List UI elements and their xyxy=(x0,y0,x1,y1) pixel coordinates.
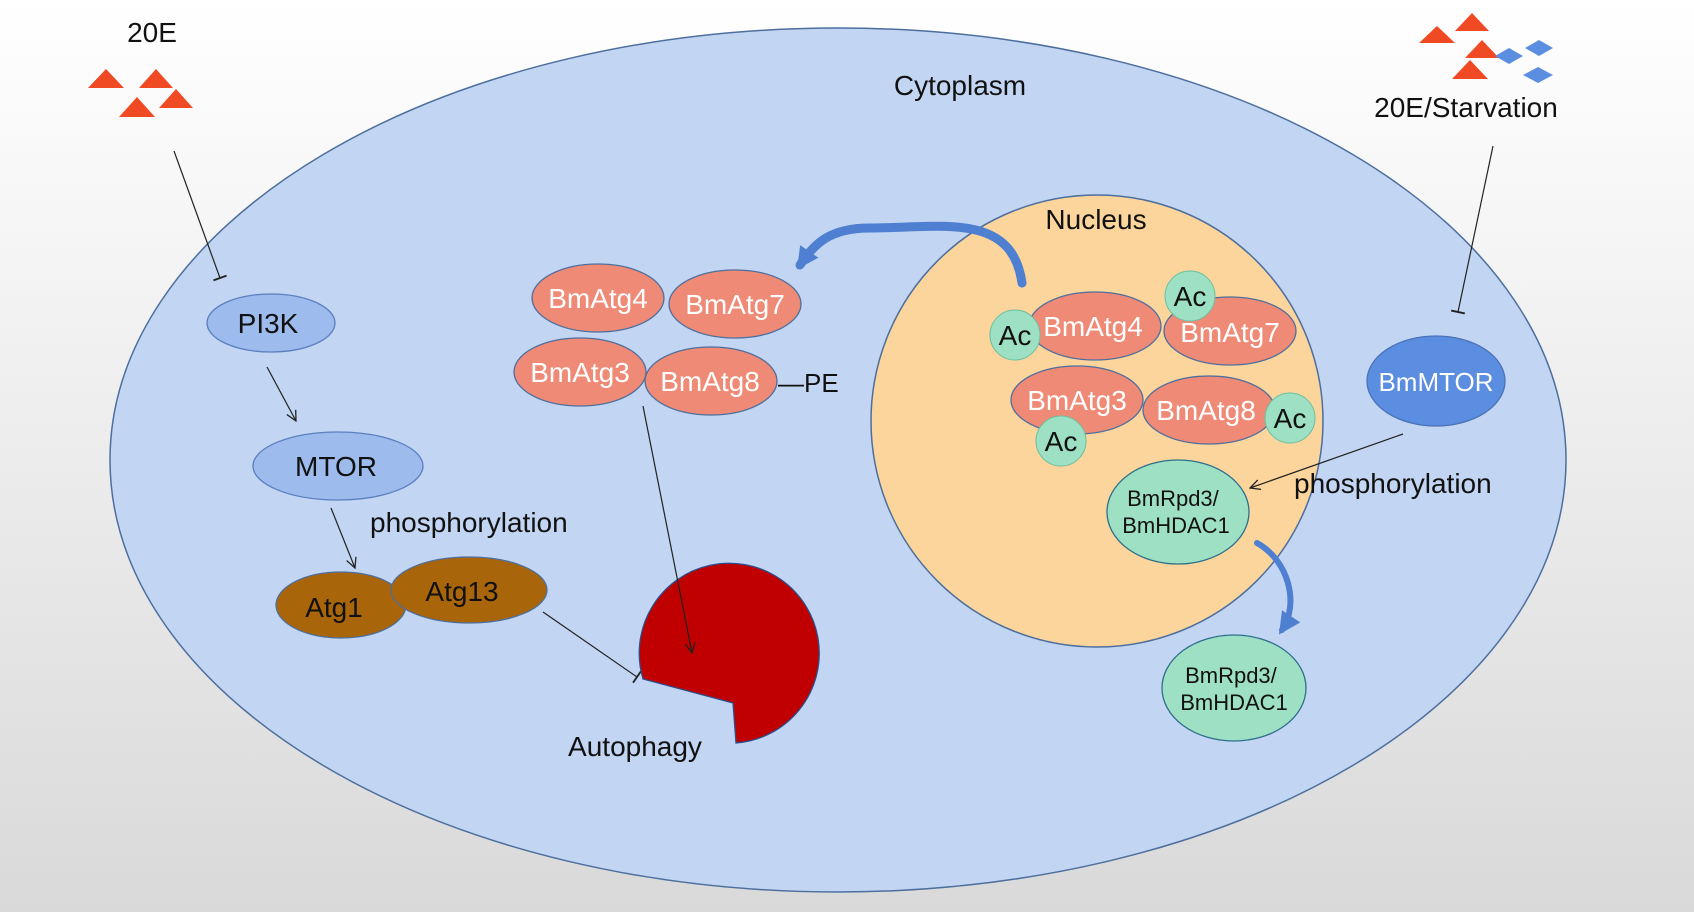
hdac-cytoplasm-node xyxy=(1161,634,1307,742)
autophagy-label: Autophagy xyxy=(568,731,702,762)
nuc-bmatg7-label: BmAtg7 xyxy=(1180,317,1280,348)
nucleus-atg-group: BmAtg4 BmAtg7 BmAtg3 BmAtg8 Ac Ac Ac Ac xyxy=(989,270,1316,467)
hdac-export-arrow xyxy=(1254,540,1301,635)
inhibit-starvation-bmmtor xyxy=(1450,145,1494,315)
cyto-bmatg8-label: BmAtg8 xyxy=(660,366,760,397)
stimulus-20e-label: 20E xyxy=(127,17,177,48)
cyto-bmatg4-label: BmAtg4 xyxy=(548,283,648,314)
bmmtor-node xyxy=(1366,335,1506,427)
cytoplasm-atg-group: BmAtg4 BmAtg7 BmAtg3 BmAtg8 —PE xyxy=(513,263,839,416)
pi3k-label: PI3K xyxy=(238,308,299,339)
stimulus-20e-starvation-icon xyxy=(1419,13,1553,83)
acetyl-group-atg4-label: Ac xyxy=(999,320,1032,351)
atg13-label: Atg13 xyxy=(425,576,498,607)
mtor-label: MTOR xyxy=(295,451,377,482)
arrow-pi3k-mtor xyxy=(266,366,296,421)
hdac-cytoplasm-label: BmRpd3/ BmHDAC1 xyxy=(1180,663,1288,715)
cyto-bmatg3-node xyxy=(513,337,647,407)
autophagy-shape xyxy=(638,562,820,744)
cyto-bmatg8-node xyxy=(644,346,778,416)
hdac-cytoplasm-line1: BmRpd3/ xyxy=(1185,663,1278,688)
phosphorylation-left-label: phosphorylation xyxy=(370,507,568,538)
cyto-bmatg7-label: BmAtg7 xyxy=(685,289,785,320)
acetyl-group-atg4 xyxy=(989,309,1041,361)
hdac-nucleus-line1: BmRpd3/ xyxy=(1127,486,1220,511)
acetyl-group-atg3-label: Ac xyxy=(1045,426,1078,457)
cyto-bmatg7-node xyxy=(668,269,802,339)
acetyl-group-atg8-label: Ac xyxy=(1274,403,1307,434)
arrow-atg8-autophagy xyxy=(642,405,692,653)
mtor-node xyxy=(252,431,424,501)
acetyl-group-atg3 xyxy=(1035,415,1087,467)
phosphorylation-right-label: phosphorylation xyxy=(1294,468,1492,499)
inhibit-20e-pi3k xyxy=(173,150,227,282)
hdac-cytoplasm-line2: BmHDAC1 xyxy=(1180,690,1288,715)
arrow-bmmtor-bmrpd3 xyxy=(1250,433,1404,488)
nuc-bmatg3-label: BmAtg3 xyxy=(1027,385,1127,416)
nucleus-label: Nucleus xyxy=(1045,204,1146,235)
inhibit-atg13-autophagy xyxy=(542,611,642,684)
cytoplasm-label: Cytoplasm xyxy=(894,70,1026,101)
cyto-bmatg4-node xyxy=(531,263,665,333)
pe-label: —PE xyxy=(778,368,839,398)
bmmtor-label: BmMTOR xyxy=(1378,367,1493,397)
hdac-nucleus-line2: BmHDAC1 xyxy=(1122,513,1230,538)
cyto-bmatg3-label: BmAtg3 xyxy=(530,357,630,388)
atg13-node xyxy=(390,556,548,624)
stimulus-20e-starvation-label: 20E/Starvation xyxy=(1374,92,1558,123)
nuc-bmatg8-label: BmAtg8 xyxy=(1156,395,1256,426)
nuc-bmatg4-label: BmAtg4 xyxy=(1043,311,1143,342)
stimulus-20e-icon xyxy=(88,69,193,117)
hdac-nucleus-label: BmRpd3/ BmHDAC1 xyxy=(1122,486,1230,538)
hdac-nucleus-node xyxy=(1106,459,1250,565)
atg1-label: Atg1 xyxy=(305,592,363,623)
acetyl-group-atg8 xyxy=(1264,392,1316,444)
arrow-mtor-atg1 xyxy=(330,507,355,568)
acetyl-group-atg7-label: Ac xyxy=(1174,281,1207,312)
acetyl-group-atg7 xyxy=(1164,270,1216,322)
nuclear-export-arrow xyxy=(795,221,1027,288)
pi3k-node xyxy=(206,293,336,353)
